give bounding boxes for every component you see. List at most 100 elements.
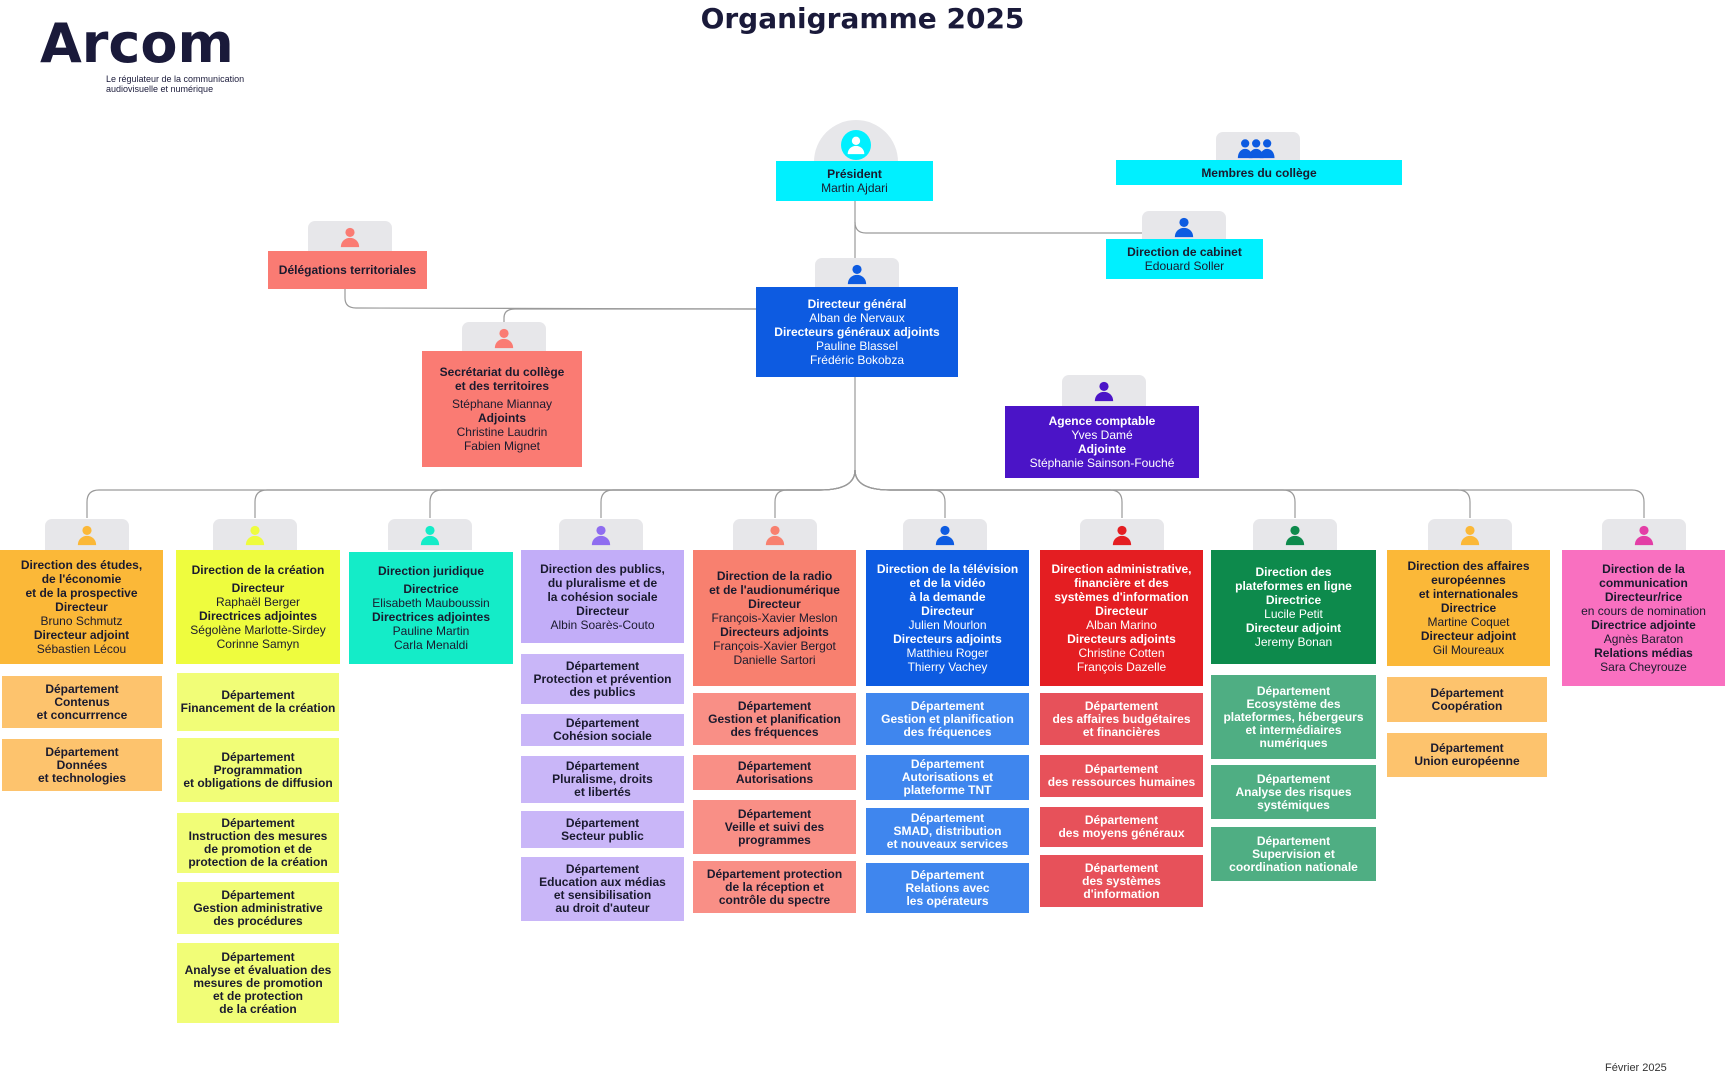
direction-europe-box-line: Directeur adjoint	[1420, 629, 1517, 643]
connector-line	[854, 469, 946, 518]
direction-publics-box: Direction des publics,du pluralisme et d…	[521, 550, 684, 643]
agence-icon-tab	[1062, 375, 1146, 407]
president-box-line: Président	[827, 167, 882, 181]
department-box: Département Coopération	[1387, 677, 1547, 722]
secretariat-box-line: Fabien Mignet	[463, 439, 541, 453]
direction-tele-box-line: Matthieu Roger	[906, 646, 989, 660]
direction-administrative-box-line: systèmes d'information	[1054, 590, 1189, 604]
dg-box-line: Frédéric Bokobza	[809, 353, 905, 367]
college-box-line: Membres du collège	[1201, 165, 1317, 180]
direction-europe-box-line: Direction des affaires	[1407, 559, 1530, 573]
department-box: Département Programmation et obligations…	[177, 738, 339, 802]
direction-creation-box-line: Raphaël Berger	[215, 595, 301, 609]
direction-tele-box-line: Directeurs adjoints	[893, 632, 1002, 646]
secretariat-box-line: Secrétariat du collège	[439, 365, 565, 379]
delegations-icon-tab	[308, 221, 392, 251]
department-box: Département Education aux médias et sens…	[521, 857, 684, 921]
connector-line	[503, 308, 756, 322]
direction-etudes-box-line: et de la prospective	[25, 586, 138, 600]
person-icon	[841, 130, 871, 160]
cabinet-icon-tab	[1142, 211, 1226, 239]
direction-juridique-box-line: Pauline Martin	[392, 624, 470, 638]
department-box: Département Veille et suivi des programm…	[693, 800, 856, 854]
department-box: Département Financement de la création	[177, 673, 339, 731]
college-box: Membres du collège	[1116, 160, 1402, 185]
secretariat-box-line: et des territoires	[454, 379, 550, 393]
direction-plateformes-icon-tab	[1253, 519, 1337, 550]
direction-europe-icon-tab	[1428, 519, 1512, 550]
logo-tagline: Le régulateur de la communication audiov…	[106, 74, 245, 94]
connector-line	[600, 469, 856, 518]
direction-radio-box-line: François-Xavier Bergot	[713, 639, 836, 653]
direction-tele-box-line: Julien Mourlon	[908, 618, 987, 632]
direction-juridique-box-line: Directrice	[403, 582, 459, 596]
direction-administrative-box-line: François Dazelle	[1076, 660, 1167, 674]
direction-plateformes-box-line: plateformes en ligne	[1235, 579, 1352, 593]
secretariat-box-line: Adjoints	[478, 411, 526, 425]
dg-box-line: Alban de Nervaux	[809, 311, 905, 325]
direction-etudes-box-line: Sébastien Lécou	[36, 642, 127, 656]
department-box: Département des affaires budgétaires et …	[1040, 693, 1203, 745]
dg-box-line: Directeurs généraux adjoints	[774, 325, 940, 339]
direction-juridique-icon-tab	[388, 519, 472, 550]
secretariat-icon-tab	[462, 322, 546, 352]
agence-box-line: Adjointe	[1078, 442, 1126, 456]
direction-communication-box-line: Agnès Baraton	[1603, 632, 1684, 646]
direction-juridique-box-line: Direction juridique	[377, 564, 484, 578]
department-box: Département des moyens généraux	[1040, 807, 1203, 847]
department-box: Département Union européenne	[1387, 733, 1547, 777]
secretariat-box-line: Christine Laudrin	[456, 425, 548, 439]
secretariat-box-line: Stéphane Miannay	[451, 397, 553, 411]
direction-administrative-box-line: Alban Marino	[1086, 618, 1157, 632]
delegations-box: Délégations territoriales	[268, 251, 427, 289]
direction-administrative-box-line: Direction administrative,	[1051, 562, 1192, 576]
department-box: Département Pluralisme, droits et libert…	[521, 756, 684, 803]
department-box: Département Relations avec les opérateur…	[866, 863, 1029, 913]
direction-plateformes-box-line: Jeremy Bonan	[1254, 635, 1333, 649]
direction-publics-box-line: la cohésion sociale	[547, 589, 658, 604]
direction-tele-box-line: à la demande	[909, 590, 986, 604]
direction-administrative-box-line: Directeurs adjoints	[1067, 632, 1176, 646]
direction-communication-icon-tab	[1602, 519, 1686, 550]
direction-administrative-box-line: Directeur	[1095, 604, 1148, 618]
department-box: Département Protection et prévention des…	[521, 654, 684, 704]
dg-box-line: Pauline Blassel	[815, 339, 899, 353]
direction-publics-box-line: Directeur	[576, 603, 629, 618]
connector-line	[854, 469, 1645, 518]
direction-etudes-box-line: Direction des études,	[20, 558, 143, 572]
department-box: Département protection de la réception e…	[693, 861, 856, 913]
direction-tele-box-line: Directeur	[921, 604, 974, 618]
connector-line	[774, 469, 856, 518]
department-box: Département Autorisations et plateforme …	[866, 755, 1029, 800]
direction-radio-box-line: Danielle Sartori	[733, 653, 816, 667]
direction-radio-box-line: François-Xavier Meslon	[711, 611, 838, 625]
direction-europe-box-line: européennes	[1431, 573, 1506, 587]
direction-tele-box-line: Thierry Vachey	[907, 660, 988, 674]
direction-creation-box-line: Directeur	[231, 581, 285, 595]
direction-publics-box-line: Albin Soarès-Couto	[550, 617, 655, 632]
direction-europe-box-line: et internationales	[1418, 587, 1519, 601]
direction-creation-icon-tab	[213, 519, 297, 550]
college-icon-tab	[1216, 132, 1300, 160]
department-box: Département Autorisations	[693, 755, 856, 790]
department-box: Département Ecosystème des plateformes, …	[1211, 675, 1376, 759]
department-box: Département SMAD, distribution et nouvea…	[866, 808, 1029, 855]
cabinet-box-line: Edouard Soller	[1144, 259, 1225, 273]
direction-creation-box-line: Direction de la création	[191, 563, 325, 577]
direction-etudes-box-line: Directeur	[55, 600, 108, 614]
connector-line	[86, 469, 856, 518]
direction-administrative-icon-tab	[1080, 519, 1164, 550]
direction-communication-box-line: Direction de la	[1602, 562, 1685, 576]
department-box: Département Gestion et planification des…	[866, 693, 1029, 745]
direction-etudes-box-line: Bruno Schmutz	[40, 614, 123, 628]
department-box: Département Instruction des mesures de p…	[177, 813, 339, 873]
direction-etudes-box-line: de l'économie	[41, 572, 122, 586]
